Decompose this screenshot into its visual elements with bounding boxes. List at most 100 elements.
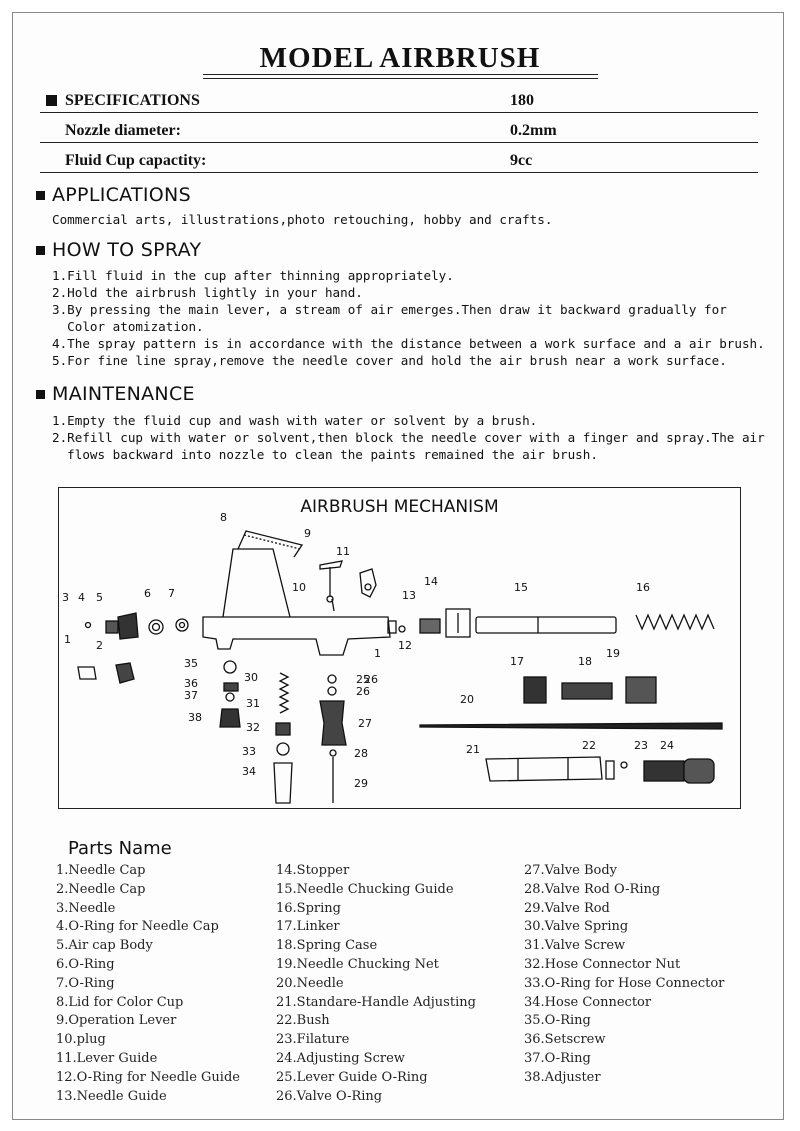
list-item: 1.Fill fluid in the cup after thinning a… xyxy=(52,268,454,283)
callout-label: 33 xyxy=(242,745,256,758)
airbrush-exploded-diagram: 1 2 3 4 5 6 7 8 9 10 11 12 13 14 15 16 1… xyxy=(62,511,723,804)
callout-label: 31 xyxy=(246,697,260,710)
spring-case-parts xyxy=(523,676,657,704)
callout-label: 6 xyxy=(144,587,151,600)
maintenance-list: 1.Empty the fluid cup and wash with wate… xyxy=(52,412,765,463)
spec-rule xyxy=(40,172,758,173)
list-item: Color atomization. xyxy=(52,319,204,334)
list-item: 11.Lever Guide xyxy=(56,1050,158,1066)
needle-guide-parts xyxy=(398,608,471,638)
spec-value: 9cc xyxy=(510,152,533,169)
title-underline xyxy=(203,74,598,75)
spec-header-label: SPECIFICATIONS xyxy=(65,92,200,109)
list-item: 13.Needle Guide xyxy=(56,1088,167,1104)
list-item: 3.By pressing the main lever, a stream o… xyxy=(52,302,727,317)
valve-parts xyxy=(219,660,347,804)
list-item: 20.Needle xyxy=(276,975,344,991)
list-item: 9.Operation Lever xyxy=(56,1013,177,1029)
callout-label: 19 xyxy=(606,647,620,660)
callout-label: 21 xyxy=(466,743,480,756)
list-item: 19.Needle Chucking Net xyxy=(276,956,439,972)
spec-row: Nozzle diameter: 0.2mm xyxy=(40,118,760,146)
list-item: 3.Needle xyxy=(56,900,116,916)
callout-label: 16 xyxy=(636,581,650,594)
list-item: 23.Filature xyxy=(276,1032,350,1048)
callout-label: 18 xyxy=(578,655,592,668)
callout-label: 29 xyxy=(354,777,368,790)
nozzle-parts xyxy=(77,612,189,684)
how-to-spray-heading: HOW TO SPRAY xyxy=(52,239,202,261)
callout-label: 22 xyxy=(582,739,596,752)
list-item: 6.O-Ring xyxy=(56,956,115,972)
needle-line xyxy=(419,722,723,730)
callout-label: 36 xyxy=(184,677,198,690)
callout-label: 26 xyxy=(356,685,370,698)
callout-label: 32 xyxy=(246,721,260,734)
callout-label: 7 xyxy=(168,587,175,600)
callout-label: 27 xyxy=(358,717,372,730)
callout-label: 14 xyxy=(424,575,438,588)
list-item: 4.The spray pattern is in accordance wit… xyxy=(52,336,765,351)
list-item: 14.Stopper xyxy=(276,863,350,878)
document-title: MODEL AIRBRUSH xyxy=(259,42,541,74)
callout-label: 35 xyxy=(184,657,198,670)
callout-label: 1 xyxy=(374,647,381,660)
callout-label: 25 xyxy=(356,673,370,686)
spec-rule xyxy=(40,112,758,113)
list-item: 4.O-Ring for Needle Cap xyxy=(56,919,219,935)
spec-header-row: SPECIFICATIONS 180 xyxy=(40,88,760,116)
callout-label: 12 xyxy=(398,639,412,652)
list-item: 18.Spring Case xyxy=(276,938,378,954)
spec-label: Fluid Cup capactity: xyxy=(65,152,207,169)
list-item: 38.Adjuster xyxy=(524,1069,601,1085)
parts-list-column-1: 1.Needle Cap 2.Needle Cap 3.Needle 4.O-R… xyxy=(56,862,240,1106)
list-item: 33.O-Ring for Hose Connector xyxy=(524,975,725,991)
callout-label: 5 xyxy=(96,591,103,604)
callout-label: 17 xyxy=(510,655,524,668)
list-item: 1.Needle Cap xyxy=(56,863,146,878)
list-item: 34.Hose Connector xyxy=(524,994,652,1010)
list-item: 8.Lid for Color Cup xyxy=(56,994,184,1010)
list-item: 35.O-Ring xyxy=(524,1013,591,1029)
callout-label: 38 xyxy=(188,711,202,724)
list-item: 15.Needle Chucking Guide xyxy=(276,881,454,897)
handle-parts xyxy=(485,756,715,784)
list-item: 27.Valve Body xyxy=(524,863,617,878)
spec-header-value: 180 xyxy=(510,92,534,109)
list-item: flows backward into nozzle to clean the … xyxy=(52,447,598,462)
callout-label: 24 xyxy=(660,739,674,752)
callout-labels: 1 2 3 4 5 6 7 8 9 10 11 12 13 14 15 16 1… xyxy=(62,511,674,790)
callout-label: 37 xyxy=(184,689,198,702)
list-item: 21.Standare-Handle Adjusting xyxy=(276,994,476,1010)
callout-label: 28 xyxy=(354,747,368,760)
parts-list-column-2: 14.Stopper 15.Needle Chucking Guide 16.S… xyxy=(276,862,476,1106)
list-item: 24.Adjusting Screw xyxy=(276,1050,405,1066)
callout-label: 9 xyxy=(304,527,311,540)
callout-label: 2 xyxy=(96,639,103,652)
list-item: 1.Empty the fluid cup and wash with wate… xyxy=(52,413,538,428)
spring-coil xyxy=(635,613,715,631)
list-item: 2.Refill cup with water or solvent,then … xyxy=(52,430,765,445)
callout-label: 26 xyxy=(364,673,378,686)
bullet-square xyxy=(36,191,45,200)
chucking-guide xyxy=(475,616,617,634)
callout-label: 23 xyxy=(634,739,648,752)
parts-list-column-3: 27.Valve Body 28.Valve Rod O-Ring 29.Val… xyxy=(524,862,724,1088)
list-item: 25.Lever Guide O-Ring xyxy=(276,1069,428,1085)
spec-label: Nozzle diameter: xyxy=(65,122,181,139)
callout-label: 8 xyxy=(220,511,227,524)
callout-label: 4 xyxy=(78,591,85,604)
bullet-square xyxy=(36,390,45,399)
airbrush-body xyxy=(202,530,397,656)
mechanism-title: AIRBRUSH MECHANISM xyxy=(300,497,499,517)
lever-assembly xyxy=(319,560,377,612)
callout-label: 15 xyxy=(514,581,528,594)
maintenance-heading: MAINTENANCE xyxy=(52,383,195,405)
callout-label: 1 xyxy=(64,633,71,646)
list-item: 22.Bush xyxy=(276,1013,330,1029)
mechanism-diagram-frame xyxy=(58,487,741,809)
list-item: 12.O-Ring for Needle Guide xyxy=(56,1069,240,1085)
list-item: 17.Linker xyxy=(276,919,340,935)
bullet-square xyxy=(46,95,57,106)
applications-heading: APPLICATIONS xyxy=(52,184,191,206)
